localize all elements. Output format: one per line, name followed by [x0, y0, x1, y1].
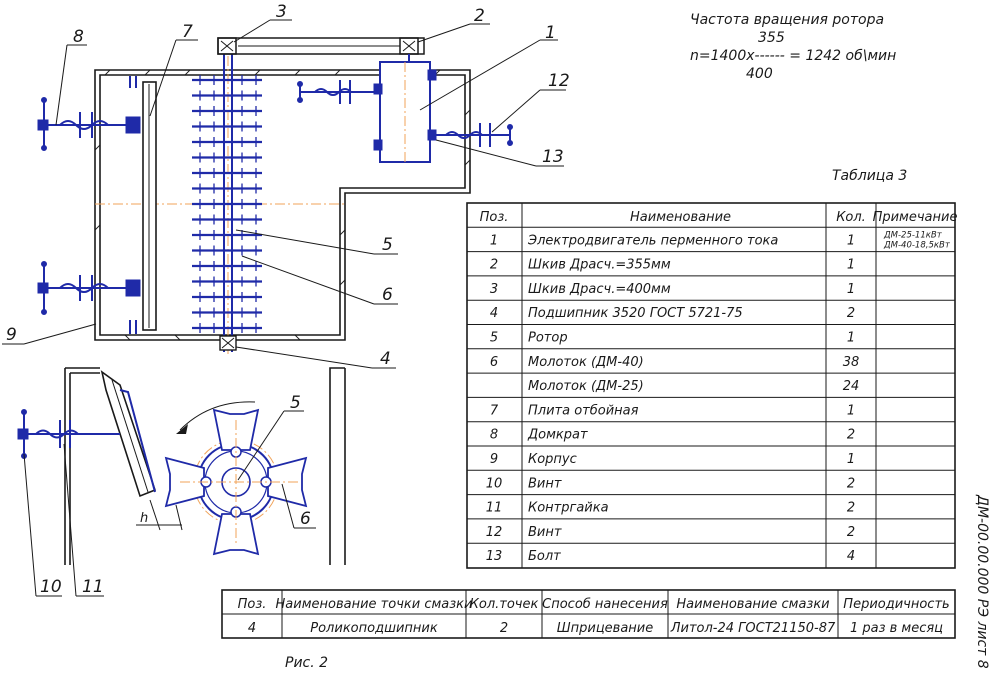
- impact-plate: [142, 81, 157, 331]
- lube-header-cell: Периодичность: [843, 597, 949, 612]
- parts-name: Домкрат: [527, 428, 588, 443]
- rotor-assembly: [192, 38, 262, 356]
- parts-name: Корпус: [528, 452, 577, 467]
- parts-pos: 4: [490, 306, 498, 321]
- parts-pos: 11: [486, 501, 503, 516]
- parts-pos: 12: [486, 525, 503, 540]
- sheet-code: ДМ-00.00.000 РЭ лист 8: [974, 494, 990, 669]
- callout-1: 1: [545, 23, 556, 43]
- parts-note: ДМ-40-18,5кВт: [883, 240, 951, 250]
- parts-pos: 8: [490, 428, 498, 443]
- parts-qty: 1: [847, 282, 855, 297]
- parts-header-cell: Поз.: [480, 210, 509, 225]
- parts-qty: 24: [843, 379, 860, 394]
- parts-qty: 1: [847, 258, 855, 273]
- parts-name: Молоток (ДМ-25): [528, 379, 644, 394]
- lube-header-cell: Кол.точек: [470, 597, 539, 612]
- lube-cell: Литол-24 ГОСТ21150-87: [670, 621, 836, 636]
- parts-qty: 1: [847, 233, 855, 248]
- plate-mount-marks: [129, 76, 137, 334]
- rotor-speed-formula: Частота вращения ротора 355 n=1400x-----…: [690, 12, 896, 82]
- callout-2: 2: [474, 6, 485, 26]
- callout-5: 5: [382, 235, 393, 255]
- parts-qty: 1: [847, 331, 855, 346]
- callout-9: 9: [6, 325, 17, 345]
- parts-pos: 10: [486, 476, 503, 491]
- parts-table: Поз. Наименование Кол. Примечание 1 Электродв…: [466, 202, 958, 569]
- formula-denominator: 400: [746, 66, 773, 82]
- callout-6-side: 6: [300, 509, 311, 529]
- lube-cell: 1 раз в месяц: [850, 621, 943, 636]
- parts-name: Ротор: [528, 331, 568, 346]
- parts-pos: 7: [490, 403, 499, 418]
- jack-lower: [37, 261, 141, 315]
- callout-12: 12: [548, 71, 570, 91]
- lube-header-cell: Способ нанесения: [542, 597, 668, 612]
- side-section-view: [17, 367, 346, 565]
- parts-header-cell: Наименование: [630, 210, 731, 225]
- parts-name: Шкив Драсч.=400мм: [528, 282, 671, 297]
- parts-name: Шкив Драсч.=355мм: [528, 258, 671, 273]
- parts-name: Молоток (ДМ-40): [528, 355, 644, 370]
- parts-pos: 1: [490, 233, 498, 248]
- parts-name: Плита отбойная: [528, 403, 639, 418]
- parts-pos: 2: [490, 258, 498, 273]
- parts-name: Электродвигатель перменного тока: [527, 233, 778, 248]
- parts-name: Контргайка: [528, 501, 609, 516]
- lube-cell: 4: [248, 621, 256, 636]
- housing-wall-hatching: [94, 69, 471, 341]
- electric-motor: [297, 61, 513, 163]
- parts-qty: 2: [847, 525, 855, 540]
- belt-drive: [217, 37, 425, 62]
- parts-pos: 9: [490, 452, 498, 467]
- table-caption: Таблица 3: [832, 168, 907, 184]
- parts-header-cell: Примечание: [873, 210, 958, 225]
- jack-upper: [37, 97, 141, 151]
- parts-pos: 3: [490, 282, 498, 297]
- parts-qty: 2: [847, 428, 855, 443]
- parts-name: Винт: [528, 476, 562, 491]
- parts-qty: 1: [847, 452, 855, 467]
- parts-name: Винт: [528, 525, 562, 540]
- callout-13: 13: [542, 147, 564, 167]
- parts-note: ДМ-25-11кВт: [883, 230, 943, 240]
- lube-cell: Роликоподшипник: [310, 621, 438, 636]
- formula-numerator: 355: [758, 30, 785, 46]
- parts-qty: 1: [847, 403, 855, 418]
- callout-5-side: 5: [290, 393, 301, 413]
- gap-label-h: h: [140, 511, 148, 526]
- callout-4: 4: [380, 349, 391, 369]
- parts-name: Подшипник 3520 ГОСТ 5721-75: [528, 306, 743, 321]
- lube-cell: 2: [500, 621, 508, 636]
- parts-pos: 6: [490, 355, 498, 370]
- parts-name: Болт: [528, 549, 561, 564]
- lube-header-cell: Поз.: [238, 597, 267, 612]
- callout-10: 10: [40, 577, 62, 597]
- parts-header-cell: Кол.: [836, 210, 866, 225]
- parts-qty: 2: [847, 306, 855, 321]
- parts-qty: 4: [847, 549, 855, 564]
- formula-title: Частота вращения ротора: [690, 12, 884, 28]
- formula-expression: n=1400x------ = 1242 об\мин: [690, 48, 896, 64]
- callouts: 1 2 3 4 5 6 7 8 9 10 11 12 13 5 6 h: [2, 2, 570, 597]
- figure-caption: Рис. 2: [285, 655, 328, 671]
- lower-bearing: [219, 335, 237, 351]
- callout-6: 6: [382, 285, 393, 305]
- parts-qty: 2: [847, 476, 855, 491]
- crusher-housing-section: [94, 69, 471, 341]
- callout-11: 11: [82, 577, 104, 597]
- parts-pos: 5: [490, 331, 498, 346]
- callout-3: 3: [276, 2, 287, 22]
- lube-header-cell: Наименование смазки: [676, 597, 829, 612]
- callout-8: 8: [73, 27, 84, 47]
- hammer-rows: [192, 75, 262, 333]
- lube-cell: Шприцевание: [557, 621, 654, 636]
- parts-qty: 38: [843, 355, 860, 370]
- parts-qty: 2: [847, 501, 855, 516]
- lube-header-cell: Наименование точки смазки: [276, 597, 473, 612]
- callout-7: 7: [182, 22, 193, 42]
- parts-pos: 13: [486, 549, 503, 564]
